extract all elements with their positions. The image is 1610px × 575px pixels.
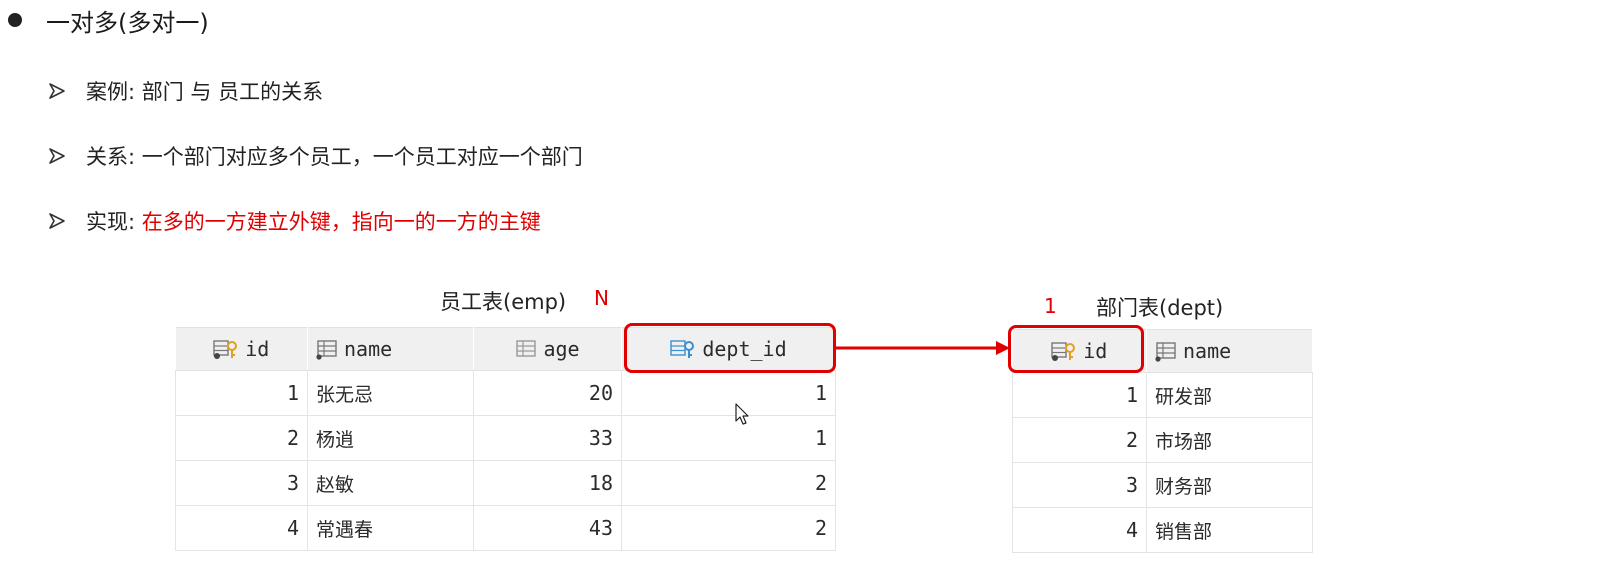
emp-cell-age[interactable]: 18 [473, 460, 622, 506]
emp-cell-dept-id[interactable]: 2 [621, 460, 836, 506]
emp-col-id[interactable]: id [175, 327, 308, 371]
emp-cell-age[interactable]: 20 [473, 370, 622, 416]
dept-cell-name[interactable]: 销售部 [1146, 507, 1313, 553]
dept-cell-id[interactable]: 4 [1012, 507, 1147, 553]
emp-cell-id[interactable]: 2 [175, 415, 308, 461]
table-row[interactable]: 2 杨逍 33 1 [175, 415, 836, 461]
emp-cell-age[interactable]: 33 [473, 415, 622, 461]
emp-cell-dept-id[interactable]: 1 [621, 415, 836, 461]
emp-cell-id[interactable]: 3 [175, 460, 308, 506]
table-column-icon [316, 340, 337, 360]
pk-highlight-box [1008, 325, 1144, 373]
arrow-bullet-icon [49, 148, 65, 164]
emp-cell-age[interactable]: 43 [473, 505, 622, 551]
emp-cell-dept-id[interactable]: 2 [621, 505, 836, 551]
table-row[interactable]: 4 销售部 [1012, 507, 1313, 553]
relationship-arrow-icon [836, 341, 1010, 355]
dept-table-caption: 部门表(dept) [1096, 296, 1224, 320]
emp-table: id name [175, 327, 836, 551]
bullet-case-text: 案例: 部门 与 员工的关系 [86, 80, 324, 104]
key-column-icon [213, 340, 238, 359]
table-row[interactable]: 2 市场部 [1012, 417, 1313, 463]
emp-cell-name[interactable]: 赵敏 [307, 460, 474, 506]
table-row[interactable]: 4 常遇春 43 2 [175, 505, 836, 551]
bullet-impl-highlight: 在多的一方建立外键，指向一的一方的主键 [141, 210, 541, 234]
emp-cell-id[interactable]: 1 [175, 370, 308, 416]
dept-col-id[interactable]: id [1012, 329, 1147, 373]
fk-highlight-box [624, 323, 836, 373]
heading-text: 一对多(多对一) [46, 8, 209, 37]
dept-cell-id[interactable]: 3 [1012, 462, 1147, 508]
table-row[interactable]: 3 财务部 [1012, 462, 1313, 508]
emp-cell-name[interactable]: 杨逍 [307, 415, 474, 461]
dept-cell-name[interactable]: 市场部 [1146, 417, 1313, 463]
emp-table-caption: 员工表(emp) [440, 290, 567, 314]
emp-col-name[interactable]: name [307, 327, 474, 371]
arrow-bullet-icon [49, 83, 65, 99]
dept-cardinality-label: 1 [1044, 294, 1057, 318]
emp-cell-dept-id[interactable]: 1 [621, 370, 836, 416]
table-row[interactable]: 3 赵敏 18 2 [175, 460, 836, 506]
emp-header-row: id name [175, 327, 836, 371]
bullet-relation: 关系: 一个部门对应多个员工，一个员工对应一个部门 [48, 139, 583, 173]
emp-cell-name[interactable]: 常遇春 [307, 505, 474, 551]
dept-cell-name[interactable]: 研发部 [1146, 372, 1313, 418]
table-row[interactable]: 1 张无忌 20 1 [175, 370, 836, 416]
bullet-case: 案例: 部门 与 员工的关系 [48, 74, 323, 108]
foreign-key-column-icon [670, 340, 695, 358]
mouse-cursor-icon [735, 403, 749, 425]
dept-cell-id[interactable]: 1 [1012, 372, 1147, 418]
table-row[interactable]: 1 研发部 [1012, 372, 1313, 418]
dept-header-row: id name [1012, 329, 1313, 373]
emp-cell-id[interactable]: 4 [175, 505, 308, 551]
table-column-icon [516, 340, 537, 357]
section-heading: 一对多(多对一) [8, 2, 209, 38]
dept-col-name[interactable]: name [1146, 329, 1313, 373]
bullet-implementation: 实现: 在多的一方建立外键，指向一的一方的主键 [48, 204, 541, 238]
emp-cardinality-label: N [594, 286, 609, 310]
dept-cell-name[interactable]: 财务部 [1146, 462, 1313, 508]
arrow-bullet-icon [49, 213, 65, 229]
emp-col-age[interactable]: age [473, 327, 622, 371]
bullet-relation-text: 关系: 一个部门对应多个员工，一个员工对应一个部门 [86, 145, 583, 169]
bullet-impl-prefix: 实现: [86, 210, 142, 234]
key-column-icon [1051, 342, 1076, 361]
dept-cell-id[interactable]: 2 [1012, 417, 1147, 463]
emp-col-dept-id[interactable]: dept_id [621, 327, 836, 371]
table-column-icon [1155, 342, 1176, 362]
bullet-dot-icon [8, 13, 22, 27]
emp-cell-name[interactable]: 张无忌 [307, 370, 474, 416]
dept-table: id name 1 研发部 [1012, 329, 1313, 553]
